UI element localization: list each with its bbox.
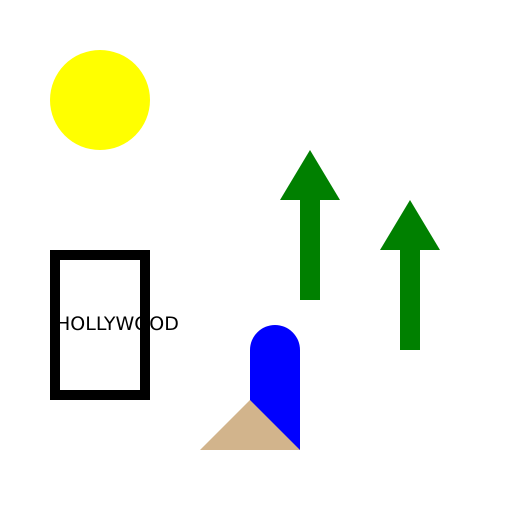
sign-frame	[50, 250, 150, 400]
sign-text: HOLLYWOOD	[56, 313, 179, 335]
tree-2	[380, 200, 440, 350]
tree-1	[280, 150, 340, 300]
tree-1-trunk	[300, 195, 320, 300]
sun-circle	[50, 50, 150, 150]
tree-2-trunk	[400, 245, 420, 350]
tree-1-top	[280, 150, 340, 200]
figure-base	[200, 400, 300, 450]
tree-2-top	[380, 200, 440, 250]
